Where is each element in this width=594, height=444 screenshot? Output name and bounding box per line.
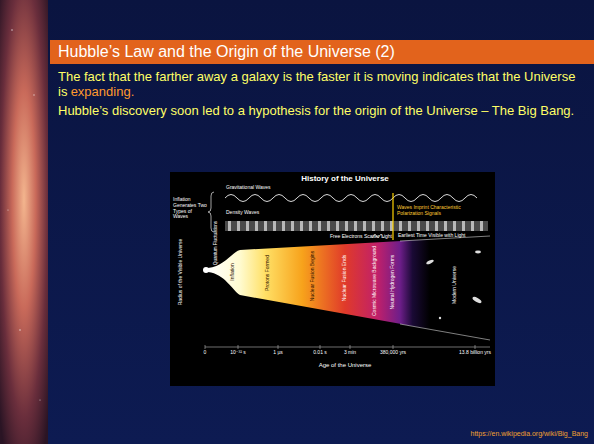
body-text: The fact that the farther away a galaxy … [58, 69, 575, 99]
label-box: 3 min [344, 350, 356, 356]
nebula-strip [0, 0, 48, 444]
history-image [170, 172, 495, 386]
label-box: Cosmic Microwave Background [372, 246, 378, 316]
image-label: Free Electrons Scatter Light [330, 233, 392, 239]
gravitational-wave [225, 195, 477, 202]
image-label: Density Waves [226, 209, 259, 215]
label-box: 0.01 s [313, 350, 327, 356]
axis-title: Age of the Universe [319, 362, 372, 368]
tick-label: 380,000 yrs [380, 349, 406, 355]
label-box: 13.8 billion yrs [459, 350, 491, 356]
label-box: History of the Universe [301, 174, 389, 183]
stars [7, 29, 40, 400]
image-label: Waves Imprint Characteristic Polarizatio… [397, 204, 461, 216]
era-label: Inflation [229, 263, 235, 281]
label-box: Age of the Universe [319, 362, 372, 369]
tick-label: 3 min [344, 349, 356, 355]
highlight-word: expanding. [71, 84, 135, 99]
image-label: Inflation Generates Two Types of Waves [173, 196, 207, 219]
era-label: Modern Universe [451, 266, 457, 304]
big-bang-dot [203, 267, 209, 273]
label-box: Quantum Fluctuations [213, 221, 218, 265]
title-bar [50, 40, 594, 64]
density-wave-band [225, 221, 488, 231]
tick-label: 0.01 s [313, 349, 327, 355]
label-box: 10⁻³² s [230, 350, 245, 356]
label-box: Inflation [230, 263, 236, 281]
label-box: 0 [204, 350, 207, 356]
label-box: Protons Formed [265, 255, 271, 291]
tick-label: 0 [204, 349, 207, 355]
body-paragraph: Hubble’s discovery soon led to a hypothe… [58, 104, 584, 119]
label-box: Neutral Hydrogen Forms [390, 255, 396, 310]
bracket [208, 192, 214, 232]
label-box: Nuclear Fusion Ends [342, 255, 348, 301]
label-box: Modern Universe [452, 266, 458, 304]
label-box: Nuclear Fusion Begins [310, 251, 316, 301]
source-url: https://en.wikipedia.org/wiki/Big_Bang [470, 430, 588, 437]
era-label: Cosmic Microwave Background [371, 246, 377, 316]
body-paragraph: The fact that the farther away a galaxy … [58, 70, 584, 100]
last-scattering-line [392, 193, 393, 240]
image-label: Gravitational Waves [226, 184, 271, 190]
era-label: Nuclear Fusion Begins [309, 251, 315, 301]
tick-label: 1 µs [273, 349, 283, 355]
body-text: Hubble’s discovery soon led to a hypothe… [58, 103, 574, 118]
label-box: https://en.wikipedia.org/wiki/Big_Bang [470, 430, 588, 438]
image-label: Earliest Time Visible with Light [398, 232, 465, 238]
axis-ticks [205, 345, 475, 349]
tick-label: 10⁻³² s [230, 349, 245, 355]
era-label: Neutral Hydrogen Forms [389, 255, 395, 310]
axis-title: Radius of the Visible Universe [177, 239, 183, 306]
era-label: Protons Formed [264, 255, 270, 291]
image-title: History of the Universe [301, 174, 389, 183]
label-box: Radius of the Visible Universe [178, 239, 184, 306]
slide-title: Hubble’s Law and the Origin of the Unive… [58, 43, 395, 61]
label-box: Earliest Time Visible with Light [398, 233, 465, 239]
cone-edge [400, 324, 490, 340]
label-box: Gravitational Waves [226, 185, 271, 191]
label-box: Density Waves [226, 210, 259, 216]
label-box: 1 µs [273, 350, 283, 356]
label-box: 380,000 yrs [380, 350, 406, 356]
era-label: Nuclear Fusion Ends [341, 255, 347, 301]
image-label: Quantum Fluctuations [213, 221, 218, 265]
time-axis [205, 347, 490, 348]
tick-label: 13.8 billion yrs [459, 349, 491, 355]
label-box: Inflation Generates Two Types of Waves [173, 197, 207, 220]
universe-cone [240, 236, 490, 340]
galaxies [426, 251, 483, 320]
label-box: Free Electrons Scatter Light [330, 234, 392, 240]
inflation-flare [208, 250, 240, 295]
label-box: Waves Imprint Characteristic Polarizatio… [397, 205, 479, 217]
